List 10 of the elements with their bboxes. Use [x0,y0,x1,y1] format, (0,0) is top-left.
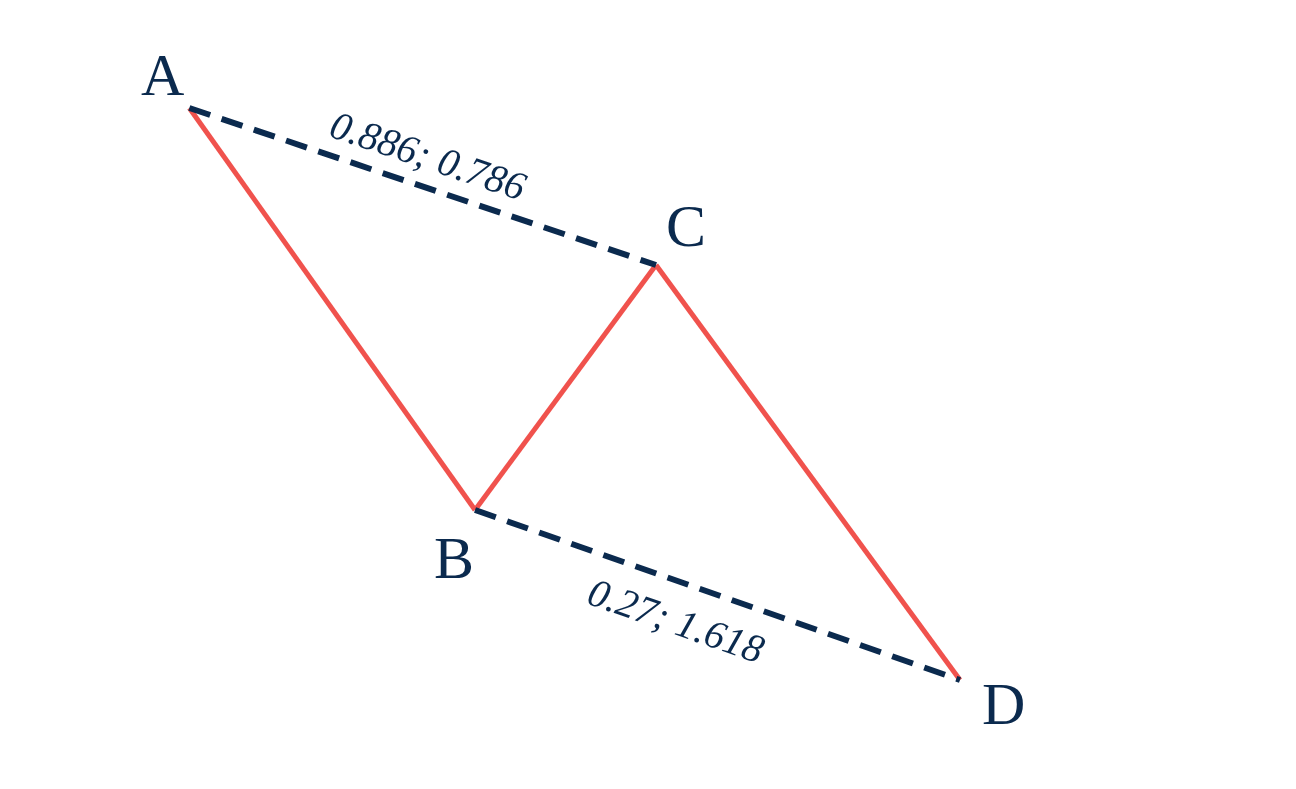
point-label: B [434,510,476,581]
dashed-line [188,105,657,268]
point-label: C [656,204,707,265]
line [654,263,962,682]
edge-label: 0.886; 0.786 [325,104,531,207]
point-label: A [141,53,190,108]
line [187,106,478,512]
dashed-line [474,507,961,683]
point-label: D [960,680,1026,727]
edge-label: 0.27; 1.618 [582,571,769,670]
